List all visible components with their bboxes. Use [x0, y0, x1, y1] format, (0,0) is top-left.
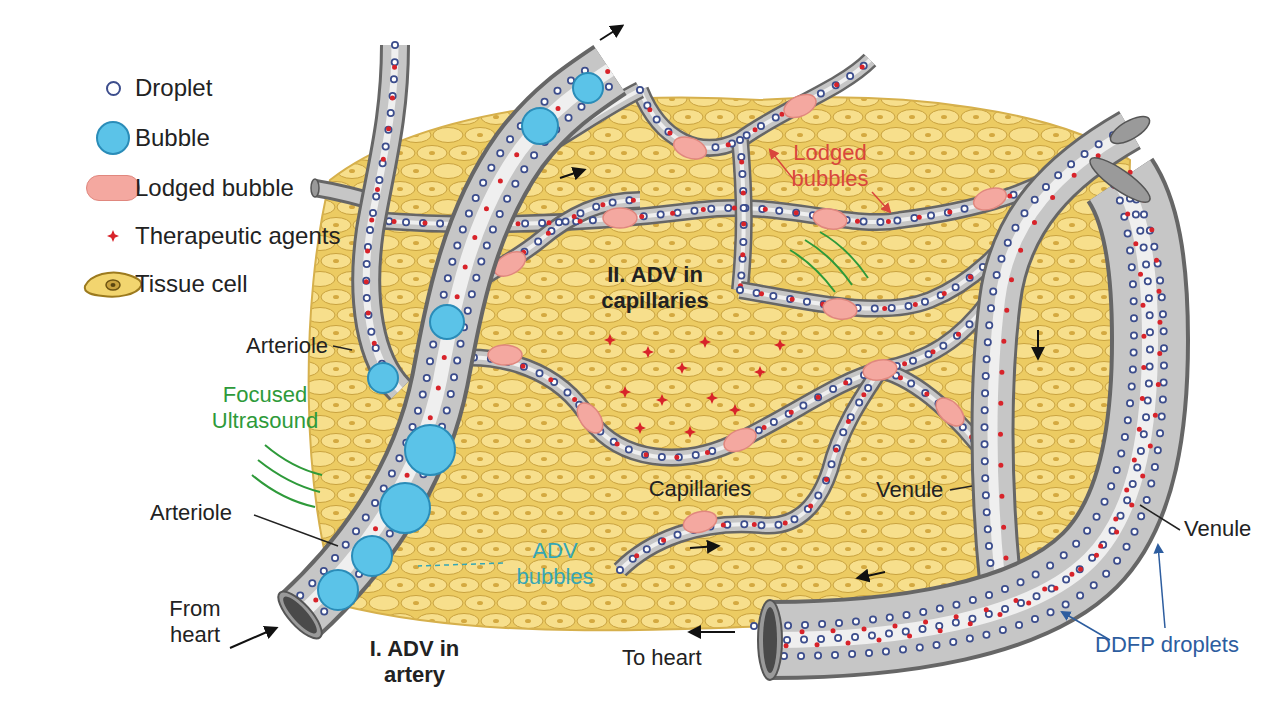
stage-heading: II. ADV in capillaries	[560, 262, 750, 314]
bubble-label: ADV bubbles	[505, 538, 605, 590]
ultrasound-waves	[252, 232, 868, 507]
leader-lines	[254, 150, 1180, 640]
released-agents	[604, 334, 786, 438]
legend-row: Droplet	[80, 70, 400, 106]
ultrasound-label: Focused Ultrasound	[205, 382, 325, 434]
part-label: Arteriole	[228, 333, 328, 359]
legend-swatch	[106, 229, 120, 243]
legend-swatch	[86, 175, 140, 201]
legend-text: Droplet	[135, 74, 212, 102]
lodged-label: Lodged bubbles	[770, 140, 890, 192]
part-label: Arteriole	[150, 500, 250, 526]
flow-label: From heart	[160, 596, 230, 648]
legend-text: Lodged bubble	[135, 174, 294, 202]
legend-row: Therapeutic agents	[80, 218, 400, 254]
legend-row: Lodged bubble	[80, 170, 400, 206]
venules	[754, 111, 1164, 680]
part-label: Venule	[876, 477, 950, 503]
legend-swatch	[106, 81, 121, 96]
part-label: Capillaries	[640, 476, 760, 502]
flow-label: To heart	[622, 645, 722, 671]
legend-text: Tissue cell	[135, 270, 247, 298]
droplet-label: DDFP droplets	[1092, 632, 1242, 658]
legend-swatch	[96, 121, 130, 155]
flow-arrows	[230, 26, 1038, 648]
adv-bubbles	[318, 73, 603, 610]
legend-row: Tissue cell	[80, 266, 400, 302]
stage-heading: I. ADV in artery	[352, 636, 477, 688]
legend-text: Therapeutic agents	[135, 222, 340, 250]
legend-row: Bubble	[80, 120, 400, 156]
legend-text: Bubble	[135, 124, 210, 152]
part-label: Venule	[1184, 516, 1272, 542]
